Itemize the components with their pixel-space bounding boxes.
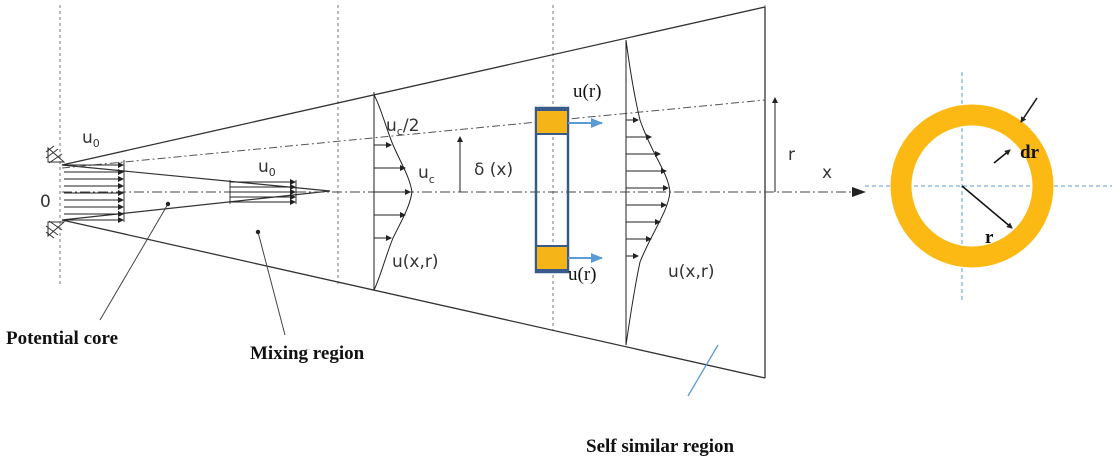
self-similar-region-caption: Self similar region xyxy=(586,436,735,457)
region-tick xyxy=(687,344,719,397)
leader-lines xyxy=(99,203,286,336)
core-velocity-profile xyxy=(229,179,297,205)
delta-label: δ (x) xyxy=(474,160,513,180)
u0-left-label: u0 xyxy=(82,128,100,150)
dr-arrow-outer xyxy=(1020,97,1038,123)
uc-half-label: uc/2 xyxy=(386,116,419,138)
radius-arrow xyxy=(961,185,1013,229)
ur-bottom-label: u(r) xyxy=(568,264,596,285)
ring-cross-section xyxy=(865,72,1112,300)
annular-element-top xyxy=(535,109,569,135)
origin-label: 0 xyxy=(40,192,51,212)
annular-element-bottom xyxy=(535,245,569,271)
mixing-dot xyxy=(255,229,261,235)
potential-core-caption: Potential core xyxy=(6,328,118,349)
nozzle-wall-top xyxy=(45,145,66,164)
core-dot xyxy=(165,201,171,207)
dr-arrow-inner xyxy=(993,149,1011,164)
ur-top-label: u(r) xyxy=(573,81,601,102)
mixing-velocity-profile xyxy=(373,92,413,291)
half-velocity-line xyxy=(61,99,766,169)
uxr-self-label: u(x,r) xyxy=(668,262,715,282)
dr-label: dr xyxy=(1020,142,1040,163)
self-similar-velocity-profile xyxy=(625,39,671,346)
station-lines xyxy=(59,5,766,335)
x-axis-label: x xyxy=(822,163,832,183)
r-axis-label: r xyxy=(788,145,795,165)
u0-core-label: u0 xyxy=(258,157,276,179)
r-ring-label: r xyxy=(985,227,994,248)
nozzle-wall-bottom xyxy=(45,220,66,239)
mixing-region-caption: Mixing region xyxy=(250,343,365,364)
uxr-mixing-label: u(x,r) xyxy=(392,252,439,272)
uc-label: uc xyxy=(418,163,435,186)
annulus-ring xyxy=(890,104,1054,268)
control-volume xyxy=(534,106,603,274)
exit-velocity-profile xyxy=(64,160,125,223)
